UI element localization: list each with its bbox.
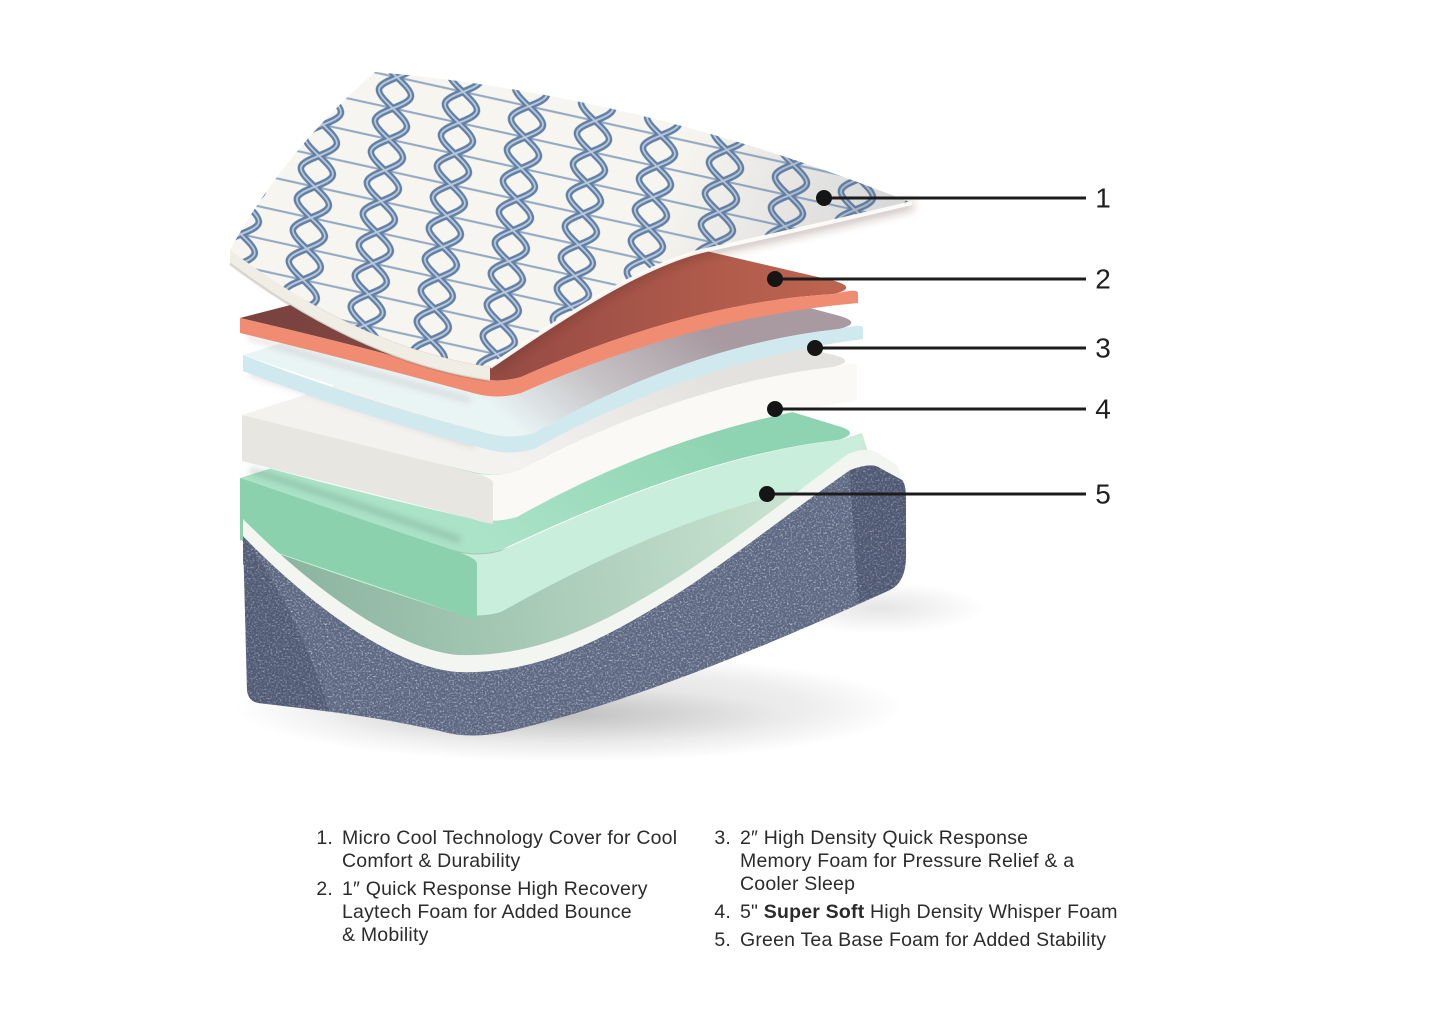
legend-item-5: 5. Green Tea Base Foam for Added Stabili… bbox=[702, 929, 1162, 952]
legend-line: Laytech Foam for Added Bounce bbox=[342, 901, 632, 923]
legend-item-5-number: 5. bbox=[714, 929, 731, 951]
callout-5: 5 bbox=[759, 479, 1111, 510]
callout-4: 4 bbox=[767, 394, 1111, 425]
legend-line: Memory Foam for Pressure Relief & a bbox=[740, 850, 1075, 872]
legend-line: Micro Cool Technology Cover for Cool bbox=[342, 827, 678, 849]
callout-1: 1 bbox=[816, 183, 1111, 214]
callout-dot-3 bbox=[807, 340, 823, 356]
legend-text: 5" bbox=[740, 901, 764, 923]
legend-item-3: 3. 2″ High Density Quick Response Memory… bbox=[702, 827, 1162, 896]
legend-line: Cooler Sleep bbox=[740, 873, 856, 895]
legend-item-1-number: 1. bbox=[316, 827, 333, 849]
legend-column-right: 3. 2″ High Density Quick Response Memory… bbox=[702, 827, 1162, 957]
base-white-liner bbox=[243, 449, 902, 673]
cover-side-band bbox=[230, 250, 490, 381]
callout-number-1: 1 bbox=[1095, 183, 1111, 214]
legend-line: 5" Super Soft High Density Whisper Foam bbox=[740, 901, 1162, 924]
callouts: 1 2 3 4 5 bbox=[759, 183, 1111, 510]
callout-3: 3 bbox=[807, 333, 1111, 364]
legend-text-bold: Super Soft bbox=[763, 901, 865, 923]
callout-dot-2 bbox=[767, 271, 783, 287]
callout-2: 2 bbox=[767, 264, 1111, 295]
memory-edge-face bbox=[243, 325, 863, 453]
layer-cover bbox=[229, 72, 913, 383]
legend-item-4: 4. 5" Super Soft High Density Whisper Fo… bbox=[702, 901, 1162, 924]
cover-side-edge bbox=[229, 263, 491, 383]
legend-text: High Density Whisper Foam bbox=[864, 901, 1118, 923]
callout-dot-5 bbox=[759, 486, 775, 502]
callout-dot-1 bbox=[816, 190, 832, 206]
callout-number-4: 4 bbox=[1095, 394, 1111, 425]
legend-item-4-number: 4. bbox=[714, 901, 731, 923]
legend-item-2: 2. 1″ Quick Response High Recovery Layte… bbox=[304, 878, 696, 947]
legend-column-left: 1. Micro Cool Technology Cover for Cool … bbox=[304, 827, 696, 952]
callout-dot-4 bbox=[767, 401, 783, 417]
legend-line: 2″ High Density Quick Response bbox=[740, 827, 1029, 849]
legend-line: Comfort & Durability bbox=[342, 850, 521, 872]
cover-rolled-edge bbox=[488, 201, 913, 369]
legend-item-2-number: 2. bbox=[316, 878, 333, 900]
callout-number-3: 3 bbox=[1095, 333, 1111, 364]
callout-number-2: 2 bbox=[1095, 264, 1111, 295]
shadow-under-whisper bbox=[248, 466, 462, 544]
base-right-wall-shade bbox=[850, 465, 906, 603]
cover-shading bbox=[230, 72, 912, 367]
legend-item-1: 1. Micro Cool Technology Cover for Cool … bbox=[304, 827, 696, 873]
green-left-face bbox=[240, 478, 477, 619]
shadow-under-laytech bbox=[247, 334, 471, 403]
laytech-edge-face bbox=[240, 290, 858, 397]
callout-number-5: 5 bbox=[1095, 479, 1111, 510]
legend-line: & Mobility bbox=[342, 924, 429, 946]
whisper-left-face bbox=[242, 415, 493, 524]
legend-line: 1″ Quick Response High Recovery bbox=[342, 878, 648, 900]
base-front-wave bbox=[243, 449, 906, 712]
legend-line: Green Tea Base Foam for Added Stability bbox=[740, 929, 1107, 951]
legend-item-3-number: 3. bbox=[714, 827, 731, 849]
base-left-wall-shade bbox=[243, 536, 330, 712]
